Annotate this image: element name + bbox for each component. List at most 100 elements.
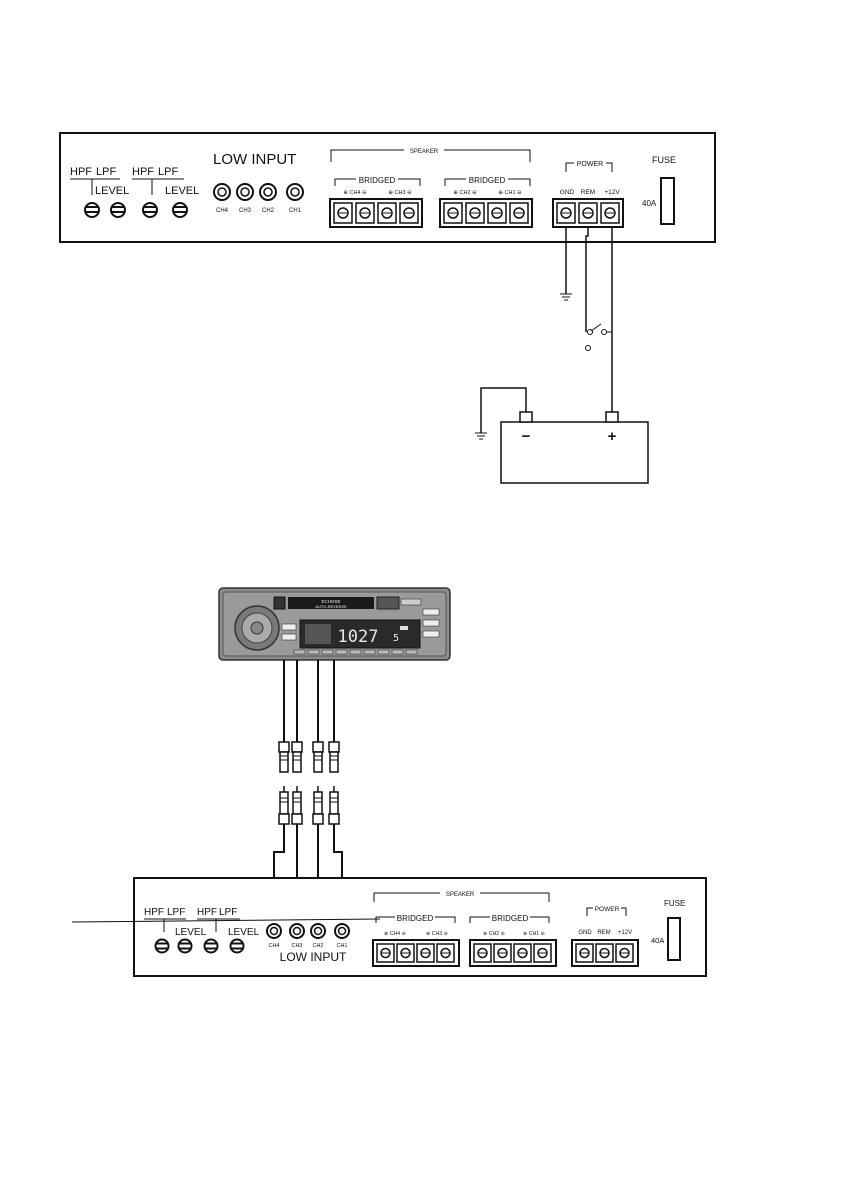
terminal-label: ⊕ CH3 ⊖ (426, 931, 448, 937)
plus12v-label: +12V (618, 930, 632, 936)
rca-label: CH1 (289, 208, 302, 214)
rca-jack-ch2[interactable] (310, 923, 326, 939)
terminal-label: ⊕ CH4 ⊖ (343, 190, 367, 196)
rca-jack-ch4[interactable] (266, 923, 282, 939)
bridged-label: BRIDGED (359, 176, 396, 185)
rca-plug (291, 786, 303, 825)
terminal-label: ⊕ CH4 ⊖ (384, 931, 406, 937)
rca-label: CH3 (239, 208, 252, 214)
terminal-label: ⊕ CH1 ⊖ (498, 190, 522, 196)
preset-buttons[interactable] (293, 649, 418, 655)
rca-jack-ch2[interactable] (259, 183, 277, 201)
fuse-rating: 40A (651, 936, 664, 945)
speaker-label: SPEAKER (446, 892, 475, 898)
bridged-label: BRIDGED (492, 914, 529, 923)
level-label: LEVEL (165, 185, 199, 197)
rca-label: CH3 (291, 943, 302, 949)
terminal-label: ⊕ CH3 ⊖ (388, 190, 412, 196)
power-terminal-block[interactable] (571, 939, 639, 967)
battery-negative-terminal[interactable] (519, 411, 533, 423)
level-label: LEVEL (175, 927, 207, 938)
battery-positive-terminal[interactable] (605, 411, 619, 423)
rca-jack-ch1[interactable] (286, 183, 304, 201)
battery-minus-sign: − (522, 428, 531, 445)
battery: − + (500, 411, 649, 484)
rca-jack-ch1[interactable] (334, 923, 350, 939)
hpf-label: HPF (197, 907, 217, 918)
plus12v-label: +12V (604, 189, 620, 196)
rca-label: CH4 (216, 208, 229, 214)
cassette-slot (288, 597, 374, 609)
rca-jack-ch3[interactable] (236, 183, 254, 201)
rca-label: CH2 (262, 208, 275, 214)
hpf-label: HPF (144, 907, 164, 918)
top-amplifier-panel: HPF LPF LEVEL HPF LPF LEVEL LOW INPUT CH… (59, 132, 716, 243)
ground-symbol (560, 293, 572, 301)
ground-symbol (475, 432, 487, 440)
level-label: LEVEL (95, 185, 129, 197)
bridged-label: BRIDGED (469, 176, 506, 185)
battery-plus-sign: + (608, 428, 617, 445)
speaker-terminal-block-ch4-ch3[interactable] (372, 939, 460, 967)
speaker-label: SPEAKER (410, 149, 439, 155)
power-label: POWER (595, 906, 620, 913)
terminal-label: ⊕ CH1 ⊖ (523, 931, 545, 937)
fuse-label: FUSE (664, 899, 685, 908)
rca-plug (312, 786, 324, 825)
rem-label: REM (597, 930, 610, 936)
rca-jack-ch3[interactable] (289, 923, 305, 939)
power-wiring (475, 227, 613, 440)
mode-button[interactable] (376, 596, 400, 610)
right-button[interactable] (422, 619, 440, 627)
fuse-label: FUSE (652, 155, 676, 165)
fuse-rating: 40A (642, 199, 657, 208)
preset-readout: 5 (393, 633, 399, 644)
fuse[interactable] (660, 177, 675, 225)
frequency-readout: 1027 (338, 627, 379, 647)
speaker-terminal-block-ch4-ch3[interactable] (329, 198, 423, 228)
hpf-label: HPF (70, 166, 92, 178)
lpf-label: LPF (96, 166, 116, 178)
eject-button[interactable] (273, 596, 286, 610)
low-input-label: LOW INPUT (280, 950, 347, 964)
right-button[interactable] (422, 608, 440, 616)
rca-plug (278, 786, 290, 825)
rca-label: CH1 (336, 943, 347, 949)
bridged-label: BRIDGED (397, 914, 434, 923)
level-knob[interactable] (229, 938, 245, 954)
terminal-label: ⊕ CH2 ⊖ (453, 190, 477, 196)
rca-plug (291, 741, 303, 773)
fuse[interactable] (667, 917, 681, 961)
brand-line1: ECHOSE (321, 599, 340, 604)
rca-plug (312, 741, 324, 773)
speaker-terminal-block-ch2-ch1[interactable] (469, 939, 557, 967)
right-button[interactable] (422, 630, 440, 638)
lpf-knob[interactable] (177, 938, 193, 954)
level-label: LEVEL (228, 927, 260, 938)
rca-jack-ch4[interactable] (213, 183, 231, 201)
lpf-label: LPF (167, 907, 185, 918)
rem-label: REM (581, 189, 595, 196)
rca-plug (328, 741, 340, 773)
gnd-label: GND (578, 930, 592, 936)
level-knob[interactable] (172, 202, 188, 218)
rca-label: CH4 (268, 943, 279, 949)
bottom-amplifier-panel: HPF LPF LEVEL HPF LPF LEVEL CH4 CH3 CH2 … (71, 877, 707, 977)
rca-label: CH2 (312, 943, 323, 949)
hpf-knob[interactable] (142, 202, 158, 218)
speaker-terminal-block-ch2-ch1[interactable] (439, 198, 533, 228)
gnd-label: GND (560, 189, 575, 196)
hpf-knob[interactable] (84, 202, 100, 218)
volume-knob[interactable] (234, 605, 280, 651)
power-terminal-block[interactable] (552, 198, 624, 228)
hpf-knob[interactable] (154, 938, 170, 954)
rca-plug (278, 741, 290, 773)
lpf-knob[interactable] (110, 202, 126, 218)
power-label: POWER (577, 161, 603, 168)
hpf-label: HPF (132, 166, 154, 178)
lpf-label: LPF (219, 907, 237, 918)
remote-switch (585, 323, 607, 351)
brand-line2: AUTO-REVERSE (315, 604, 347, 609)
hpf-knob[interactable] (203, 938, 219, 954)
